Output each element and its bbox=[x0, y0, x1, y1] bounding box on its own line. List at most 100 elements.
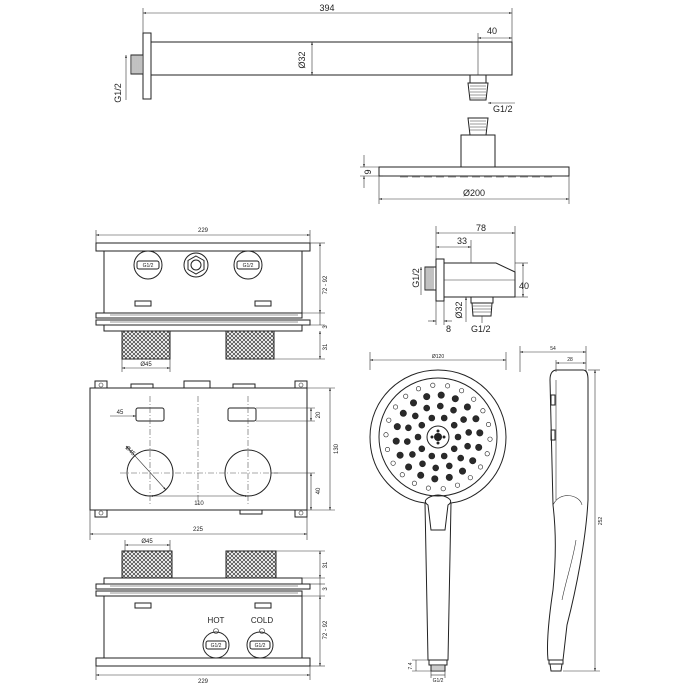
wall-outlet-drawing: 78 33 40 G1/2 Ø32 8 G1/2 bbox=[411, 223, 529, 334]
valve-front-height-label: 130 bbox=[334, 443, 340, 454]
valve-top-depth-label: 72 - 92 bbox=[323, 275, 329, 294]
nozzle-dot bbox=[450, 421, 458, 429]
nozzle-dot bbox=[405, 463, 413, 471]
valve-front-knob-spacing-label: 110 bbox=[194, 501, 204, 507]
nozzle-dot bbox=[463, 403, 471, 411]
valve-bottom-knob-diameter-label: Ø45 bbox=[141, 539, 153, 545]
rain-head-thickness-label: 9 bbox=[363, 169, 373, 174]
hand-length-label: 252 bbox=[598, 517, 604, 526]
nozzle-dot bbox=[419, 460, 426, 468]
nozzle-dot bbox=[428, 452, 436, 460]
nozzle-dot bbox=[428, 414, 436, 422]
nozzle-dot bbox=[386, 417, 392, 423]
nozzle-dot bbox=[437, 391, 445, 399]
hand-shower-front: Ø120 7.4 G1/2 bbox=[369, 352, 507, 684]
nozzle-dot bbox=[460, 416, 467, 423]
nozzle-dot bbox=[411, 480, 417, 486]
nozzle-dot bbox=[476, 429, 484, 437]
nozzle-dot bbox=[454, 433, 462, 441]
valve-bottom-width-label: 229 bbox=[198, 679, 209, 685]
valve-front-slot-width-label: 45 bbox=[117, 410, 124, 416]
nozzle-dot bbox=[409, 399, 417, 407]
hand-thread-length-label: 7.4 bbox=[408, 662, 414, 669]
nozzle-dot bbox=[454, 482, 460, 488]
nozzle-dot bbox=[487, 436, 493, 442]
nozzle-dot bbox=[457, 454, 465, 462]
hot-label: HOT bbox=[208, 616, 225, 625]
nozzle-dot bbox=[425, 485, 431, 491]
valve-top-view: 229 G1/2 G1/2 72 - 92 3 31 bbox=[95, 228, 329, 372]
nozzle-dot bbox=[423, 393, 431, 401]
rain-head-drawing: 9 Ø200 bbox=[360, 117, 570, 204]
nozzle-dot bbox=[409, 451, 416, 458]
nozzle-dot bbox=[414, 433, 422, 441]
nozzle-dot bbox=[458, 467, 466, 475]
nozzle-dot bbox=[403, 438, 411, 445]
nozzle-dot bbox=[417, 471, 425, 479]
valve-top-plate-label: 3 bbox=[323, 325, 329, 329]
hand-head-diameter-label: Ø120 bbox=[432, 354, 444, 360]
arm-wall-thread-label: G1/2 bbox=[113, 83, 123, 103]
nozzle-dot bbox=[451, 395, 459, 403]
nozzle-dot bbox=[396, 451, 404, 459]
nozzle-dot bbox=[411, 412, 419, 420]
nozzle-dot bbox=[465, 429, 473, 436]
nozzle-dot bbox=[471, 396, 477, 402]
nozzle-dot bbox=[399, 409, 407, 417]
nozzle-dot bbox=[423, 404, 431, 412]
valve-bottom-plate-label: 3 bbox=[323, 587, 329, 591]
wall-outlet-outlet-label: G1/2 bbox=[471, 324, 491, 334]
valve-bottom-port-left-label: G1/2 bbox=[211, 643, 222, 649]
nozzle-dot bbox=[436, 402, 444, 410]
nozzle-dot bbox=[445, 462, 453, 470]
valve-top-port-right-label: G1/2 bbox=[243, 263, 254, 269]
wall-outlet-offset-label: 33 bbox=[457, 236, 467, 246]
arm-outlet-thread-label: G1/2 bbox=[493, 104, 513, 114]
nozzle-dot bbox=[405, 424, 412, 432]
arm-length-label: 394 bbox=[319, 3, 334, 13]
nozzle-dot bbox=[464, 442, 471, 450]
nozzle-dot bbox=[383, 432, 389, 438]
bottom-knob-left bbox=[121, 550, 173, 579]
hand-depth-handle-label: 28 bbox=[567, 357, 573, 363]
wall-outlet-length-label: 78 bbox=[476, 223, 486, 233]
nozzle-dot bbox=[384, 446, 390, 452]
nozzle-dot bbox=[485, 421, 491, 427]
hand-thread-label: G1/2 bbox=[433, 678, 444, 684]
nozzle-dot bbox=[459, 388, 465, 394]
nozzle-dot bbox=[399, 472, 405, 478]
hand-shower-nozzles bbox=[383, 382, 493, 492]
nozzle-dot bbox=[432, 464, 440, 472]
nozzle-dot bbox=[440, 452, 448, 460]
valve-bottom-port-right-label: G1/2 bbox=[255, 643, 266, 649]
valve-front-slot-height-label: 20 bbox=[316, 411, 322, 418]
top-knob-left bbox=[121, 330, 171, 360]
valve-bottom-depth-label: 72 - 92 bbox=[323, 620, 329, 639]
wall-outlet-diameter-label: Ø32 bbox=[454, 301, 464, 318]
valve-bottom-knob-height-label: 31 bbox=[323, 561, 329, 568]
nozzle-dot bbox=[445, 383, 451, 389]
hand-depth-total-label: 54 bbox=[550, 346, 556, 352]
nozzle-dot bbox=[477, 464, 483, 470]
nozzle-dot bbox=[392, 437, 400, 445]
nozzle-dot bbox=[450, 406, 457, 414]
nozzle-dot bbox=[440, 486, 446, 492]
arm-diameter-label: Ø32 bbox=[297, 51, 307, 68]
nozzle-dot bbox=[403, 393, 409, 399]
cold-label: COLD bbox=[251, 616, 273, 625]
nozzle-dot bbox=[469, 457, 477, 465]
nozzle-dot bbox=[472, 415, 480, 423]
nozzle-dot bbox=[418, 445, 426, 453]
valve-front-view: 45 20 130 40 Ø45 110 225 bbox=[89, 380, 340, 540]
valve-top-width-label: 229 bbox=[198, 228, 209, 234]
nozzle-dot bbox=[393, 423, 401, 431]
valve-front-width-label: 225 bbox=[193, 527, 204, 533]
nozzle-dot bbox=[418, 421, 426, 429]
nozzle-dot bbox=[392, 404, 398, 410]
valve-top-knob-diameter-label: Ø45 bbox=[140, 362, 152, 368]
rain-head-diameter-label: Ø200 bbox=[463, 188, 485, 198]
top-knob-right bbox=[225, 330, 275, 360]
arm-end-offset-label: 40 bbox=[487, 26, 497, 36]
nozzle-dot bbox=[430, 382, 436, 388]
